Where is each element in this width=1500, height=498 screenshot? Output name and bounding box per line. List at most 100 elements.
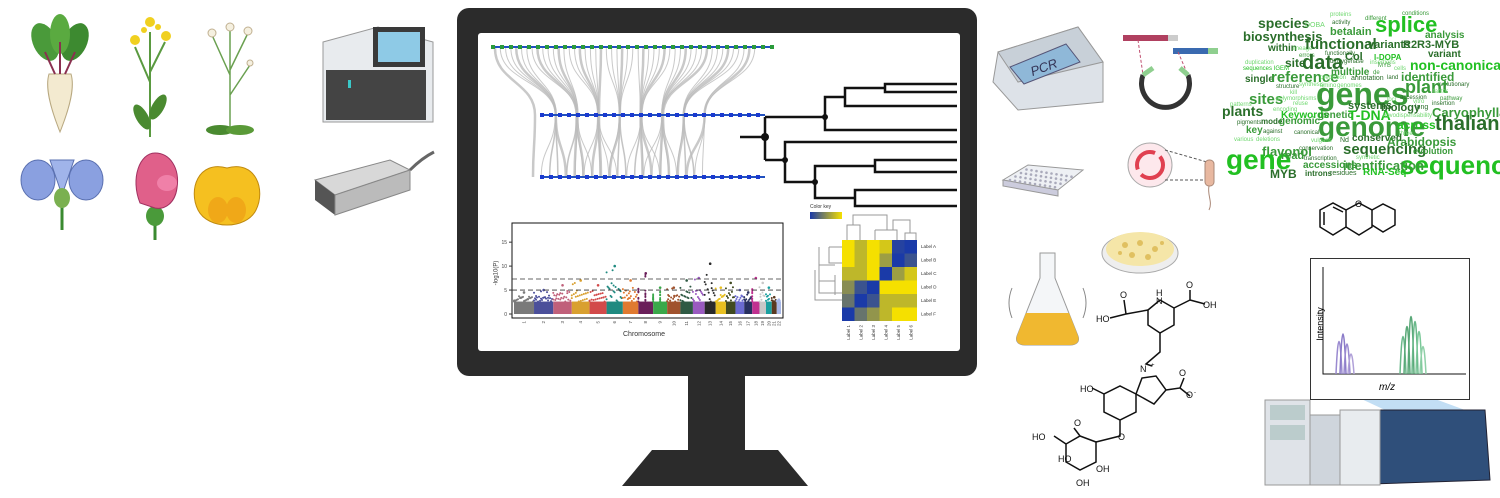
gene-marker bbox=[603, 113, 607, 117]
word-cloud-word: polymorphisms bbox=[1276, 96, 1317, 102]
word-cloud-word: three bbox=[1399, 131, 1413, 137]
snp-point bbox=[633, 291, 636, 294]
snp-point bbox=[701, 293, 704, 296]
snp-point bbox=[552, 298, 555, 301]
microplate-well bbox=[1059, 178, 1063, 181]
snp-point bbox=[560, 296, 563, 299]
snp-point bbox=[659, 298, 662, 301]
word-cloud-word: insertions bbox=[1370, 60, 1396, 66]
snp-point bbox=[635, 293, 638, 296]
snp-point bbox=[751, 299, 754, 302]
gene-marker bbox=[684, 175, 688, 179]
word-cloud-word: dioxygenase bbox=[1330, 59, 1364, 65]
heatmap-cell bbox=[867, 280, 880, 294]
snp-point bbox=[751, 295, 754, 298]
chromosome-tick-label: 22 bbox=[776, 321, 781, 327]
arabidopsis-plant-illustration bbox=[206, 22, 254, 135]
snp-peak-point bbox=[542, 288, 545, 292]
snp-point bbox=[728, 293, 731, 296]
heatmap-cell bbox=[892, 240, 905, 254]
word-cloud-word: conserved bbox=[1352, 133, 1403, 144]
spectrum-peak bbox=[1399, 336, 1407, 375]
heatmap-row-label: Label F bbox=[921, 312, 936, 317]
manhattan-x-axis-label: Chromosome bbox=[623, 331, 666, 338]
word-cloud-word: against bbox=[1263, 129, 1283, 135]
spectrum-y-label: Intensity bbox=[1314, 307, 1325, 341]
word-cloud-word: non-canonical bbox=[1410, 57, 1500, 73]
atom-label: OH bbox=[1076, 478, 1090, 488]
heatmap-cell bbox=[892, 307, 905, 321]
snp-point bbox=[727, 292, 730, 295]
heatmap-column-label: Label 6 bbox=[909, 325, 914, 340]
word-cloud-word: MYB bbox=[1378, 63, 1392, 69]
snp-point bbox=[688, 291, 691, 294]
gene-marker bbox=[761, 45, 765, 49]
snp-point bbox=[574, 295, 577, 298]
dendrogram bbox=[814, 214, 917, 301]
gene-marker bbox=[540, 113, 544, 117]
snp-point bbox=[719, 294, 722, 297]
snp-point bbox=[552, 291, 555, 294]
snp-point bbox=[535, 298, 538, 301]
snp-point bbox=[576, 295, 579, 298]
atom-label: HO bbox=[1096, 314, 1110, 324]
gene-marker bbox=[698, 45, 702, 49]
word-cloud-word: plant bbox=[1405, 77, 1448, 97]
gene-marker bbox=[621, 113, 625, 117]
word-cloud-word: encoding bbox=[1273, 107, 1298, 113]
heatmap-cell bbox=[904, 307, 917, 321]
gene-marker bbox=[680, 45, 684, 49]
snp-point bbox=[737, 300, 740, 303]
microplate-well bbox=[1049, 180, 1052, 184]
gene-marker bbox=[747, 175, 751, 179]
snp-point bbox=[586, 291, 589, 294]
word-cloud-word: species bbox=[1258, 15, 1310, 31]
snp-peak-point bbox=[613, 264, 617, 268]
spectrum-x-label: m/z bbox=[1379, 382, 1396, 393]
word-cloud-word: canonical bbox=[1294, 130, 1320, 136]
snp-point bbox=[681, 294, 684, 297]
snp-point bbox=[767, 297, 770, 300]
snp-point bbox=[735, 297, 738, 300]
microplate-well bbox=[1029, 177, 1032, 181]
heatmap-column-label: Label 1 bbox=[846, 325, 851, 340]
word-cloud-word: variant bbox=[1428, 49, 1461, 60]
word-cloud-word: cells bbox=[1394, 66, 1407, 72]
spectrum-peak bbox=[1419, 346, 1427, 375]
gene-marker bbox=[617, 45, 621, 49]
snp-point bbox=[561, 292, 564, 295]
gene-marker bbox=[770, 45, 774, 49]
snp-point bbox=[691, 298, 694, 301]
gene-marker bbox=[738, 113, 742, 117]
chromosome-bar bbox=[704, 301, 716, 314]
gene-marker bbox=[558, 113, 562, 117]
gene-marker bbox=[752, 45, 756, 49]
heatmap-cell bbox=[879, 240, 892, 254]
plot-frame bbox=[511, 222, 784, 319]
snp-point bbox=[536, 296, 539, 299]
gene-marker bbox=[693, 175, 697, 179]
atom-label: O bbox=[1120, 290, 1127, 300]
heatmap-cell bbox=[879, 280, 892, 294]
snp-point bbox=[528, 295, 530, 298]
microplate-well bbox=[1028, 181, 1032, 185]
snp-point bbox=[547, 296, 550, 299]
snp-point bbox=[694, 292, 697, 295]
snp-point bbox=[595, 293, 598, 296]
snp-point bbox=[596, 297, 599, 300]
snp-point bbox=[690, 296, 693, 299]
snp-point bbox=[549, 297, 552, 300]
heatmap-cell bbox=[842, 294, 855, 308]
heatmap-cell bbox=[842, 280, 855, 294]
snp-point bbox=[768, 293, 771, 296]
snp-point bbox=[724, 299, 727, 302]
heatmap-cell bbox=[904, 280, 917, 294]
snp-point bbox=[714, 300, 717, 303]
microplate-well bbox=[1038, 183, 1042, 187]
word-cloud-word: different bbox=[1365, 16, 1387, 22]
gene-marker bbox=[545, 45, 549, 49]
snp-point bbox=[635, 300, 638, 303]
snp-point bbox=[644, 292, 647, 295]
heatmap-cell bbox=[892, 267, 905, 281]
